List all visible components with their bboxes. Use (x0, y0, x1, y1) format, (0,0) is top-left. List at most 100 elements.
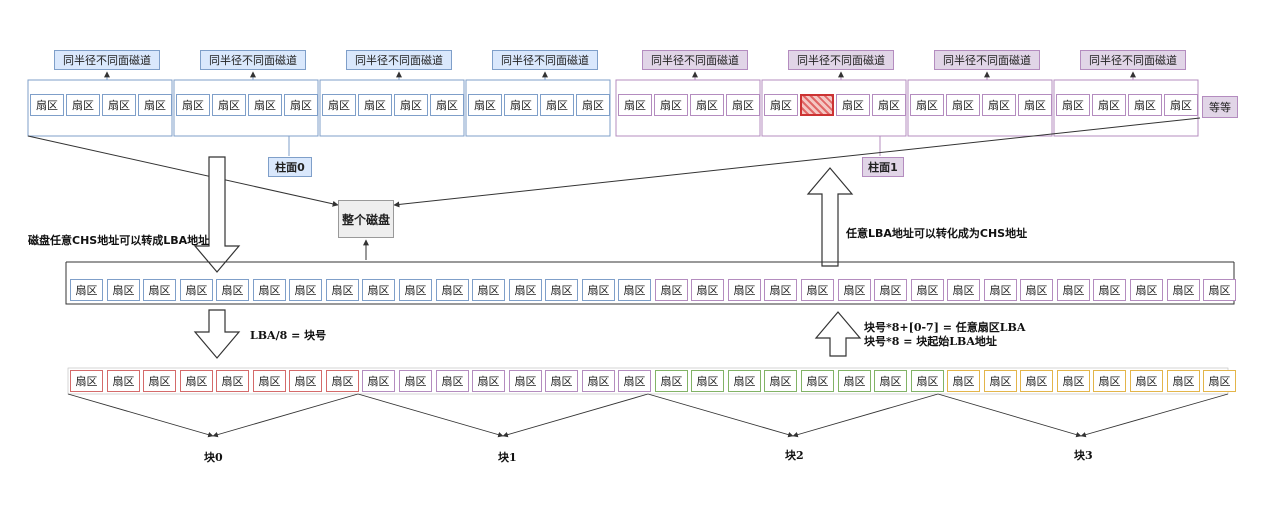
lba-sector-cell: 扇区 (728, 279, 761, 301)
sector-cell: 扇区 (30, 94, 64, 116)
track-group-outline (761, 79, 907, 137)
track-label: 同半径不同面磁道 (934, 50, 1040, 70)
chs-to-lba-arrow (193, 156, 241, 273)
block-0-label: 块0 (204, 451, 223, 464)
lba-sector-cell: 扇区 (1167, 279, 1200, 301)
lba-div-arrow (193, 309, 241, 359)
block-fan-line (792, 393, 939, 438)
lba-sector-cell: 扇区 (253, 279, 286, 301)
sector-cell: 扇区 (872, 94, 906, 116)
sector-cell: 扇区 (1018, 94, 1052, 116)
block-sector-cell: 扇区 (874, 370, 907, 392)
block-sector-cell: 扇区 (691, 370, 724, 392)
lba-sector-cell: 扇区 (838, 279, 871, 301)
sector-cell: 扇区 (910, 94, 944, 116)
sector-cell: 扇区 (248, 94, 282, 116)
sector-cell: 扇区 (102, 94, 136, 116)
block-sector-cell: 扇区 (838, 370, 871, 392)
track-label: 同半径不同面磁道 (492, 50, 598, 70)
to-disk-line-right (393, 117, 1201, 208)
sector-cell: 扇区 (764, 94, 798, 116)
sector-cell (800, 94, 834, 116)
block-sector-cell: 扇区 (289, 370, 322, 392)
lba-sector-cell: 扇区 (107, 279, 140, 301)
track-group-outline (27, 79, 173, 137)
lba-sector-cell: 扇区 (984, 279, 1017, 301)
lba-sector-cell: 扇区 (618, 279, 651, 301)
sector-cell: 扇区 (138, 94, 172, 116)
track-group-outline (1053, 79, 1199, 137)
block-formula-1: 块号*8+[0-7] = 任意扇区LBA (864, 321, 1026, 334)
track-group-outline (907, 79, 1053, 137)
lba-sector-cell: 扇区 (801, 279, 834, 301)
etc-label: 等等 (1202, 96, 1238, 118)
block-sector-cell: 扇区 (655, 370, 688, 392)
block-sector-cell: 扇区 (728, 370, 761, 392)
block-sector-cell: 扇区 (1167, 370, 1200, 392)
lba-sector-cell: 扇区 (180, 279, 213, 301)
block-sector-cell: 扇区 (1093, 370, 1126, 392)
sector-cell: 扇区 (982, 94, 1016, 116)
track-group-outline (319, 79, 465, 137)
block-sector-cell: 扇区 (984, 370, 1017, 392)
sector-cell: 扇区 (540, 94, 574, 116)
block-sector-cell: 扇区 (216, 370, 249, 392)
sector-cell: 扇区 (284, 94, 318, 116)
lba-sector-cell: 扇区 (545, 279, 578, 301)
lba-sector-cell: 扇区 (143, 279, 176, 301)
block-sector-cell: 扇区 (1130, 370, 1163, 392)
lba-sector-cell: 扇区 (691, 279, 724, 301)
sector-cell: 扇区 (1164, 94, 1198, 116)
lba-sector-cell: 扇区 (1057, 279, 1090, 301)
block-sector-cell: 扇区 (947, 370, 980, 392)
lba-div-note: LBA/8 = 块号 (250, 329, 327, 342)
lba-sector-cell: 扇区 (1130, 279, 1163, 301)
block-sector-cell: 扇区 (764, 370, 797, 392)
block-fan-line (502, 393, 649, 438)
lba-sector-cell: 扇区 (70, 279, 103, 301)
lba-sector-cell: 扇区 (655, 279, 688, 301)
block-sector-cell: 扇区 (618, 370, 651, 392)
sector-cell: 扇区 (690, 94, 724, 116)
track-label: 同半径不同面磁道 (54, 50, 160, 70)
lba-sector-cell: 扇区 (911, 279, 944, 301)
sector-cell: 扇区 (1128, 94, 1162, 116)
sector-cell: 扇区 (1056, 94, 1090, 116)
track-label: 同半径不同面磁道 (788, 50, 894, 70)
chs-to-lba-note: 磁盘任意CHS地址可以转成LBA地址 (28, 234, 210, 247)
sector-cell: 扇区 (836, 94, 870, 116)
block-sector-cell: 扇区 (545, 370, 578, 392)
sector-cell: 扇区 (504, 94, 538, 116)
lba-sector-cell: 扇区 (1020, 279, 1053, 301)
track-label: 同半径不同面磁道 (642, 50, 748, 70)
track-label: 同半径不同面磁道 (1080, 50, 1186, 70)
block-sector-cell: 扇区 (472, 370, 505, 392)
sector-cell: 扇区 (654, 94, 688, 116)
sector-cell: 扇区 (726, 94, 760, 116)
block-fan-line (357, 393, 504, 438)
sector-cell: 扇区 (946, 94, 980, 116)
sector-cell: 扇区 (576, 94, 610, 116)
block-sector-cell: 扇区 (436, 370, 469, 392)
cylinder-1-label: 柱面1 (862, 157, 904, 177)
block-2-label: 块2 (785, 449, 804, 462)
whole-disk-box: 整个磁盘 (338, 200, 394, 238)
lba-sector-cell: 扇区 (874, 279, 907, 301)
block-fan-line (212, 393, 359, 438)
lba-sector-cell: 扇区 (289, 279, 322, 301)
lba-sector-cell: 扇区 (399, 279, 432, 301)
block-sector-cell: 扇区 (801, 370, 834, 392)
block-to-lba-arrow (814, 311, 862, 357)
lba-sector-cell: 扇区 (436, 279, 469, 301)
lba-sector-cell: 扇区 (362, 279, 395, 301)
sector-cell: 扇区 (66, 94, 100, 116)
track-group-outline (615, 79, 761, 137)
sector-cell: 扇区 (322, 94, 356, 116)
block-sector-cell: 扇区 (911, 370, 944, 392)
lba-sector-cell: 扇区 (764, 279, 797, 301)
sector-cell: 扇区 (358, 94, 392, 116)
block-sector-cell: 扇区 (1020, 370, 1053, 392)
block-3-label: 块3 (1074, 449, 1093, 462)
